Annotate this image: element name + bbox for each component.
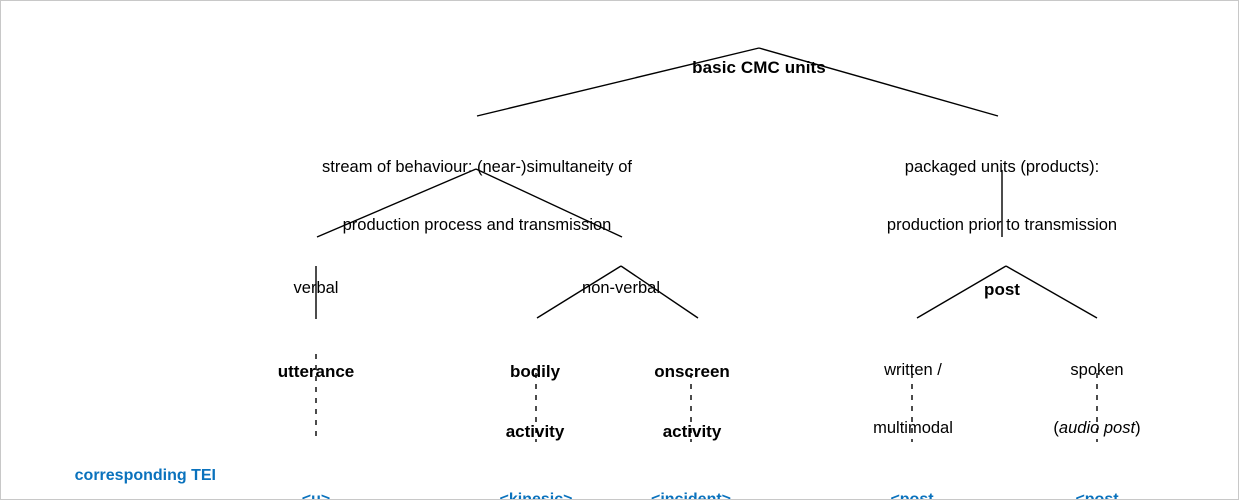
tei-element-kinesic: <kinesic>: [499, 451, 573, 500]
node-basic-cmc-units: basic CMC units: [692, 18, 826, 118]
node-stream-line2: production process and transmission: [342, 216, 612, 235]
node-onscreen-activity-line2: activity: [662, 422, 722, 442]
node-spoken-line1: spoken: [1070, 360, 1124, 379]
node-bodily-activity: bodily activity: [506, 322, 565, 482]
node-post-label: post: [984, 280, 1020, 300]
node-onscreen-activity-line1: onscreen: [654, 362, 730, 382]
node-basic-cmc-units-label: basic CMC units: [692, 58, 826, 78]
node-written-multimodal-line2: multimodal: [873, 419, 953, 438]
node-stream-of-behaviour: stream of behaviour: (near-)simultaneity…: [322, 119, 632, 275]
node-verbal-label: verbal: [293, 278, 339, 297]
node-bodily-activity-line2: activity: [505, 422, 565, 442]
node-non-verbal: non-verbal: [582, 240, 660, 337]
tei-element-post-written: <post modality='written'>: [846, 451, 978, 500]
spoken-audio-post-italic: audio post: [1058, 419, 1136, 438]
tei-element-u-line1: <u>: [301, 491, 331, 500]
tei-element-post-spoken: <post modality='spoken'>: [1029, 451, 1165, 500]
node-packaged-line2: production prior to transmission: [886, 216, 1118, 235]
tei-element-incident: <incident>: [650, 451, 732, 500]
spoken-paren-close: ): [1135, 419, 1141, 438]
node-packaged-line1: packaged units (products):: [904, 157, 1100, 176]
tei-legend-line1: corresponding TEI: [74, 467, 216, 485]
node-spoken-audio-post: spoken (audio post): [1053, 322, 1140, 478]
node-packaged-units: packaged units (products): production pr…: [887, 119, 1117, 275]
node-utterance: utterance: [278, 322, 355, 422]
node-bodily-activity-line1: bodily: [509, 362, 561, 382]
node-onscreen-activity: onscreen activity: [654, 322, 730, 482]
node-non-verbal-label: non-verbal: [582, 278, 660, 297]
node-spoken-line2: (audio post): [1053, 419, 1140, 438]
node-post: post: [984, 240, 1020, 340]
spoken-paren-open: (: [1053, 419, 1059, 438]
tei-element-post-spoken-line1: <post: [1075, 491, 1119, 500]
node-stream-line1: stream of behaviour: (near-)simultaneity…: [322, 157, 632, 176]
tei-element-u: <u>: [301, 451, 331, 500]
tei-element-post-written-line1: <post: [890, 491, 934, 500]
node-written-multimodal-line1: written /: [884, 360, 942, 379]
tei-element-kinesic-line1: <kinesic>: [499, 491, 573, 500]
node-utterance-line1: utterance: [277, 362, 355, 382]
node-written-multimodal: written / multimodal: [873, 322, 953, 478]
tei-element-incident-line1: <incident>: [650, 491, 732, 500]
node-verbal: verbal: [294, 240, 339, 337]
tei-legend: corresponding TEI elements:: [21, 427, 216, 499]
